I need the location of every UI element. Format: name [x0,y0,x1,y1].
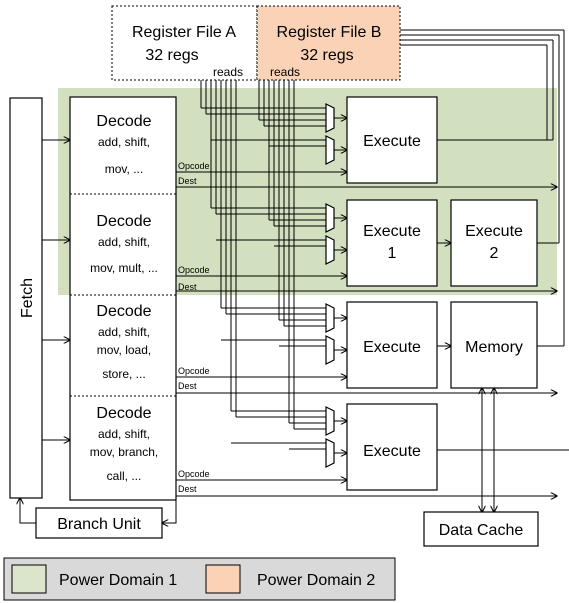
decoder-ops-line1: add, shift, [98,135,150,149]
register-file-b [256,5,401,81]
mux [325,103,335,133]
operand-muxes [211,103,347,468]
decoder-ops-line1: add, shift, [98,235,150,249]
register-file-a-reads-label: reads [213,65,243,79]
execute-unit-3-label: Execute [363,339,421,356]
register-file-a [111,5,258,81]
register-file-a-title: Register File A [132,24,236,41]
execute-unit-2b-label: Execute [465,223,523,240]
execute-unit-4-label: Execute [363,443,421,460]
fetch-label: Fetch [19,278,36,318]
decoder-ops-line1: add, shift, [98,427,150,441]
legend-swatch-domain-1 [11,564,47,594]
mux [325,203,335,233]
decoder-1: Decode add, shift, mov, mult, ... [90,213,158,275]
register-file-b-reads-label: reads [270,65,300,79]
read-port-wires [200,80,326,430]
mux [325,135,335,165]
branch-unit-label: Branch Unit [57,516,141,533]
execute-unit-1-label: Execute [363,133,421,150]
decoder-0: Decode add, shift, mov, ... [96,113,151,176]
opcode-label: Opcode [178,366,210,376]
mux [325,406,335,436]
decoder-title: Decode [96,405,151,422]
data-cache [423,511,539,547]
mux [325,235,335,265]
mux [325,335,335,365]
execute-unit-1 [346,96,438,184]
decoder-ops-line1: add, shift, [98,325,150,339]
decoder-title: Decode [96,213,151,230]
decoder-title: Decode [96,303,151,320]
dest-label: Dest [178,381,197,391]
dest-label: Dest [178,176,197,186]
register-file-a-subtitle: 32 regs [145,47,198,64]
execute-unit-2b-index: 2 [490,245,499,262]
execute-unit-4 [346,403,438,491]
decoder-ops-line3: store, ... [102,367,145,381]
opcode-label: Opcode [178,469,210,479]
execute-unit-3 [346,301,438,389]
memory-unit [450,301,538,389]
execute-unit-2a-label: Execute [363,223,421,240]
execute-unit-2b [450,199,538,287]
decoder-ops-line2: mov, ... [105,162,143,176]
execute-unit-2a-index: 1 [388,245,397,262]
legend [3,557,396,601]
fetch-unit [9,97,43,499]
writeback-bus [400,29,565,347]
legend-label-domain-2: Power Domain 2 [257,572,375,589]
fetch-to-decode-arrows [42,140,70,440]
dest-label: Dest [178,484,197,494]
branch-unit [35,507,163,539]
decoder-3: Decode add, shift, mov, branch, call, ..… [90,405,158,483]
decoder-ops-line2: mov, branch, [90,445,158,459]
decoder-ops-line3: call, ... [107,469,142,483]
opcode-label: Opcode [178,161,210,171]
decoder-title: Decode [96,113,151,130]
legend-label-domain-1: Power Domain 1 [59,572,177,589]
register-file-b-subtitle: 32 regs [300,47,353,64]
register-file-b-title: Register File B [277,24,382,41]
opcode-label: Opcode [178,265,210,275]
decoder-2: Decode add, shift, mov, load, store, ... [96,303,151,381]
decoder-ops-line2: mov, mult, ... [90,261,158,275]
data-cache-label: Data Cache [439,522,524,539]
legend-swatch-domain-2 [205,564,241,594]
dest-label: Dest [178,282,197,292]
decoder-ops-line2: mov, load, [97,343,151,357]
mux [325,438,335,468]
decode-stack [69,96,177,501]
execute-unit-2a [346,199,438,287]
memory-unit-label: Memory [465,339,523,356]
mux [325,303,335,333]
